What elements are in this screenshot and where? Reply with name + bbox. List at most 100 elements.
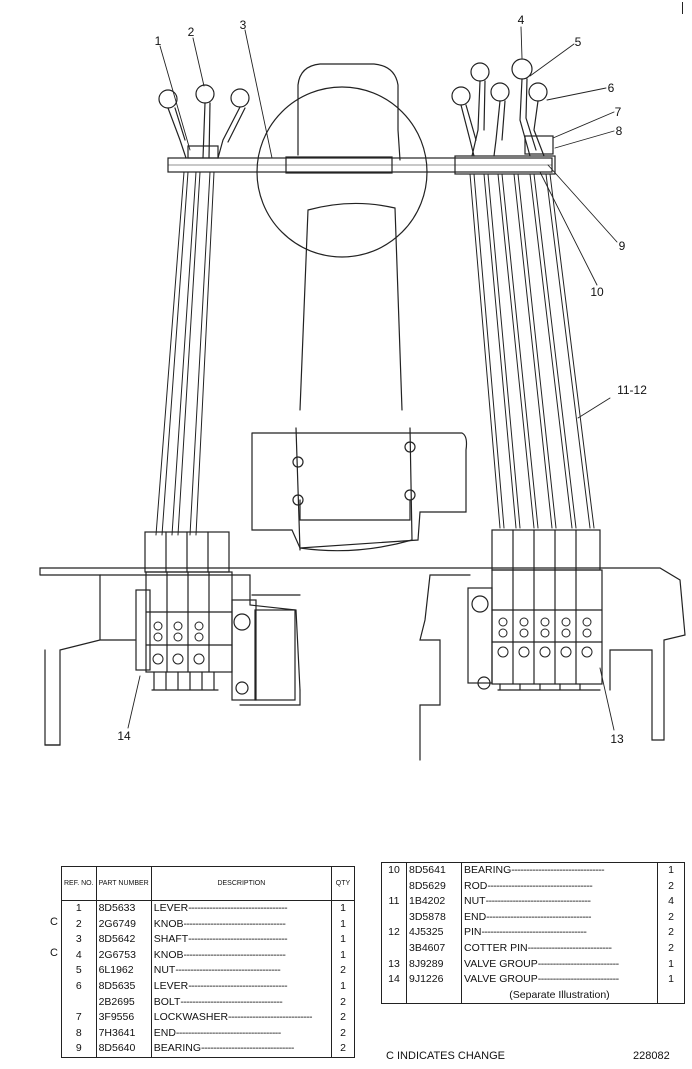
leader-dashes: ---------------------------- (228, 1011, 312, 1024)
seat-upright (299, 202, 403, 411)
cell-ref (381, 909, 407, 926)
cell-part: 7H3641 (96, 1025, 152, 1042)
cell-qty: 1 (340, 979, 346, 992)
table-row: (Separate Illustration) (381, 987, 685, 1004)
leader-dashes: ---------------------------------- (183, 917, 286, 930)
cell-qty: 2 (340, 964, 346, 977)
callout-2: 2 (187, 25, 195, 39)
callout-5: 5 (574, 35, 582, 49)
cell-part: 2G6749 (96, 916, 152, 933)
cell-qty (658, 988, 685, 1004)
cell-part: 2G6753 (96, 947, 152, 964)
description-text: BEARING (153, 1042, 202, 1055)
cell-desc: LEVER--------------------------------- (151, 978, 333, 995)
callout-3: 3 (239, 18, 247, 32)
description-text: LEVER (153, 979, 189, 992)
callout-9: 9 (618, 239, 626, 253)
cell-part: 6L1962 (96, 963, 152, 979)
cell-desc: VALVE GROUP--------------------------- (461, 956, 658, 973)
col-header-qty: QTY (331, 866, 355, 901)
leader-lines (127, 26, 618, 731)
cell-desc: LOCKWASHER---------------------------- (151, 1010, 333, 1026)
frame-bottom-step (44, 689, 301, 746)
leader-dashes: --------------------------------- (188, 979, 288, 992)
callout-4: 4 (517, 13, 525, 27)
cell-ref (61, 994, 97, 1011)
col-header-ref: REF. NO. (61, 866, 97, 901)
cell-part: 1B4202 (406, 894, 462, 910)
leader-dashes: ----------------------------------- (175, 964, 281, 977)
cell-ref: 8 (61, 1025, 97, 1042)
cell-qty: 2 (668, 910, 674, 923)
leader-dashes: ----------------------------------- (486, 910, 592, 923)
cell-qty: 2 (340, 995, 346, 1008)
left-valve-group (135, 531, 296, 701)
cell-desc: LEVER--------------------------------- (151, 900, 333, 917)
leader-dashes: --------------------------- (537, 957, 619, 970)
cell-qty: 2 (668, 926, 674, 939)
cell-desc: PIN----------------------------------- (461, 925, 658, 941)
leader-dashes: ----------------------------------- (487, 879, 593, 892)
cell-qty: 2 (340, 1026, 346, 1039)
callout-1: 1 (154, 34, 162, 48)
cell-part: 8D5629 (406, 878, 462, 895)
cell-qty: 1 (340, 933, 346, 946)
cell-desc: BEARING------------------------------- (151, 1041, 333, 1058)
change-mark: C (50, 916, 58, 928)
leader-dashes: --------------------------------- (188, 902, 288, 914)
callout-14: 14 (117, 729, 131, 743)
leader-dashes: ----------------------------------- (175, 1026, 281, 1039)
seat-base (251, 432, 468, 549)
frame-inner-left (99, 574, 301, 691)
cell-part: 3D5878 (406, 909, 462, 926)
callout-6: 6 (607, 81, 615, 95)
cell-ref: 13 (381, 956, 407, 973)
cell-qty: 1 (668, 957, 674, 970)
cell-qty: 2 (340, 1042, 346, 1055)
callout-7: 7 (614, 105, 622, 119)
cell-part: 8D5633 (96, 900, 152, 917)
description-text: NUT (464, 895, 486, 908)
seat-bracket (295, 427, 413, 552)
callout-8: 8 (615, 124, 623, 138)
cell-qty: 1 (340, 902, 346, 914)
leader-dashes: --------------------------------- (188, 933, 288, 946)
change-legend: C INDICATES CHANGE (386, 1050, 505, 1062)
cell-part: 8D5641 (406, 862, 462, 879)
right-valve-group (467, 529, 603, 691)
cell-part: 3B4607 (406, 940, 462, 957)
cell-ref: 1 (61, 900, 97, 917)
leader-dashes: ----------------------------------- (481, 926, 587, 939)
cell-desc: END----------------------------------- (461, 909, 658, 926)
cell-desc: COTTER PIN---------------------------- (461, 940, 658, 957)
description-text: BOLT (153, 995, 181, 1008)
callout-10: 10 (590, 285, 604, 299)
edge-mark (682, 2, 683, 14)
cell-qty: 1 (668, 864, 674, 876)
cell-qty: 1 (340, 917, 346, 930)
cell-part: 4J5325 (406, 925, 462, 941)
cell-desc: NUT----------------------------------- (461, 894, 658, 910)
cell-part: 8D5642 (96, 932, 152, 948)
cell-desc: ROD----------------------------------- (461, 878, 658, 895)
cell-part: 8J9289 (406, 956, 462, 973)
cell-ref (381, 940, 407, 957)
leader-dashes: ------------------------------- (201, 1042, 294, 1055)
cell-qty: 4 (668, 895, 674, 908)
cell-ref: 6 (61, 978, 97, 995)
cell-qty: 1 (340, 948, 346, 961)
